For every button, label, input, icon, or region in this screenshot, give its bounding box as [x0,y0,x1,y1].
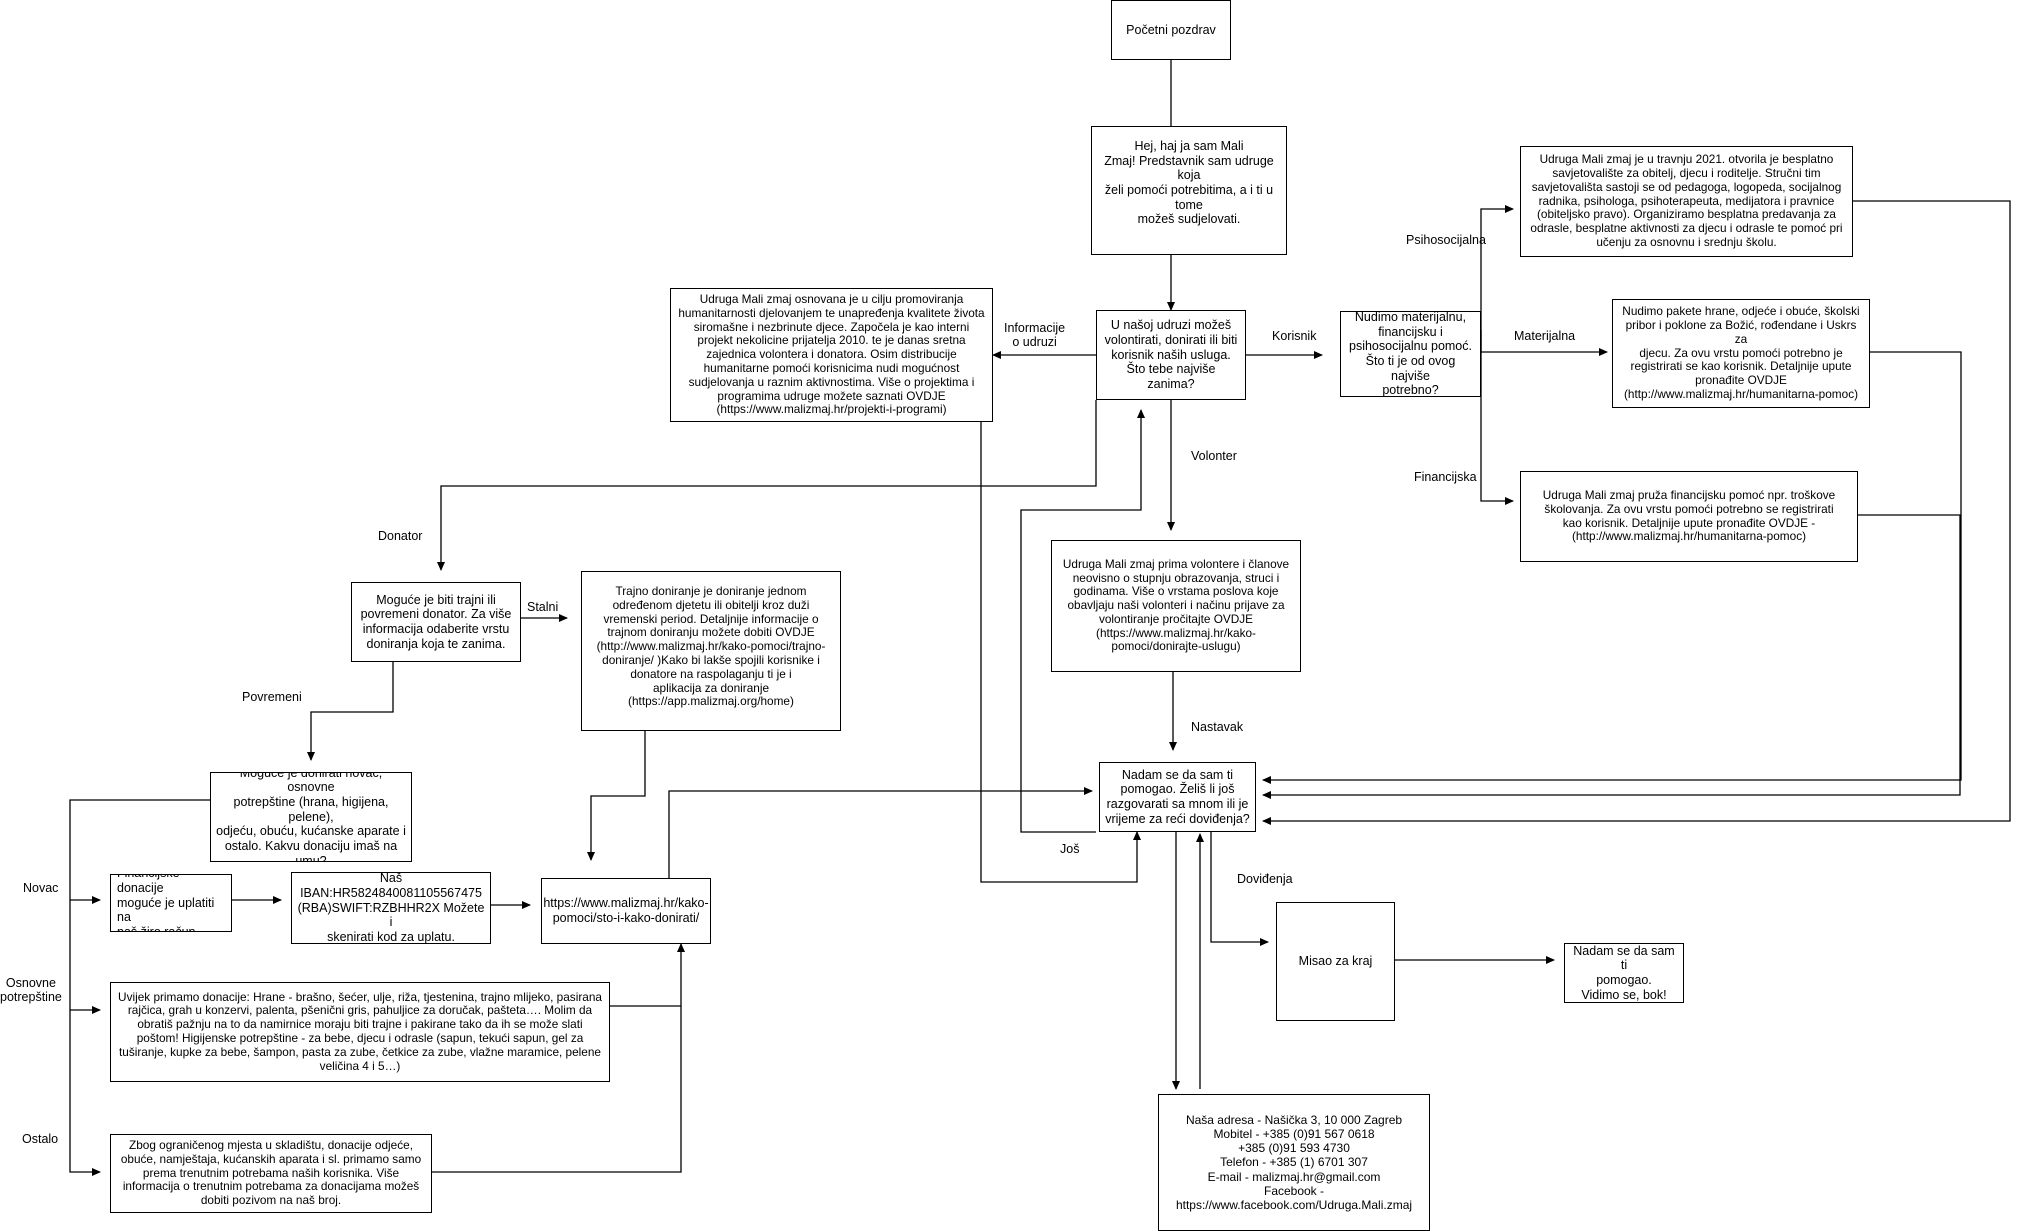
edge-label-ostalo: Ostalo [22,1132,59,1146]
node-adresa[interactable]: Naša adresa - Našička 3, 10 000 Zagreb M… [1158,1094,1430,1231]
node-misao[interactable]: Misao za kraj [1276,902,1395,1021]
edge-ostalo-kakodonirati [432,1006,682,1173]
node-greet[interactable]: Hej, haj ja sam Mali Zmaj! Predstavnik s… [1091,126,1287,255]
edge-povremeni-potrepstine [69,900,101,1014]
node-nadam[interactable]: Nadam se da sam ti pomogao. Želiš li još… [1099,762,1256,832]
edge-label-donator: Donator [378,529,423,543]
edge-psiho-nadam [1262,200,2011,825]
edge-nadam-misao [1210,832,1269,946]
edge-label-financijska: Financijska [1414,470,1477,484]
edge-kakodonirati-nadam [668,787,1093,878]
edge-jos-question [1020,409,1145,833]
edge-label-nastavak: Nastavak [1191,720,1244,734]
node-financijske-donacije[interactable]: Financijske donacije moguće je uplatiti … [110,874,232,932]
edge-label-materijalna: Materijalna [1514,329,1576,343]
edge-info-nadam [980,422,1141,883]
node-ostalo[interactable]: Zbog ograničenog mjesta u skladištu, don… [110,1134,432,1213]
node-financijska[interactable]: Udruga Mali zmaj pruža financijsku pomoć… [1520,471,1858,562]
node-bok[interactable]: Nadam se da sam ti pomogao. Vidimo se, b… [1564,943,1684,1003]
edge-potrepstine-kakodonirati [610,943,685,1007]
node-start[interactable]: Početni pozdrav [1111,0,1231,60]
edge-povremeni-ostalo [69,1010,101,1176]
edge-povremeni-novac [69,799,210,904]
node-korisnik[interactable]: Nudimo materijalnu, financijsku i psihos… [1340,311,1481,397]
edge-materijalna-nadam [1262,351,1962,784]
edge-label-korisnik: Korisnik [1272,329,1317,343]
edge-label-volonter: Volonter [1191,449,1237,463]
node-iban[interactable]: Naš IBAN:HR5824840081105567475 (RBA)SWIF… [291,872,491,944]
edge-label-povremeni: Povremeni [242,690,302,704]
node-donator[interactable]: Moguće je biti trajni ili povremeni dona… [351,582,521,662]
edge-label-informacije: Informacije o udruzi [1004,321,1066,350]
edge-label-dovidenja: Doviđenja [1237,872,1293,886]
edge-financijska-nadam [1262,514,1961,799]
node-trajno[interactable]: Trajno doniranje je doniranje jednom odr… [581,571,841,731]
node-materijalna[interactable]: Nudimo pakete hrane, odjeće i obuće, ško… [1612,299,1870,408]
edge-label-stalni: Stalni [527,600,559,614]
edge-label-novac: Novac [23,881,59,895]
edge-korisnik-financijska [1480,330,1514,505]
node-question[interactable]: U našoj udruzi možeš volontirati, donira… [1096,310,1246,400]
node-info[interactable]: Udruga Mali zmaj osnovana je u cilju pro… [670,288,993,422]
edge-label-psihosocijalna: Psihosocijalna [1406,233,1486,247]
edge-label-osnovne: Osnovne potrepštine [0,976,62,1005]
node-potrepstine[interactable]: Uvijek primamo donacije: Hrane - brašno,… [110,982,610,1082]
edge-trajno-kakodonirati [587,731,646,861]
node-povremeni[interactable]: Moguće je donirati novac, osnovne potrep… [210,772,412,862]
edge-label-jos: Još [1060,842,1080,856]
node-kako-donirati[interactable]: https://www.malizmaj.hr/kako- pomoci/sto… [541,878,711,944]
node-volonter[interactable]: Udruga Mali zmaj prima volontere i člano… [1051,540,1301,672]
edge-question-donator [437,400,1097,571]
node-psiho[interactable]: Udruga Mali zmaj je u travnju 2021. otvo… [1520,146,1853,257]
edge-donator-povremeni [307,662,394,761]
edge-korisnik-psiho [1480,205,1514,330]
